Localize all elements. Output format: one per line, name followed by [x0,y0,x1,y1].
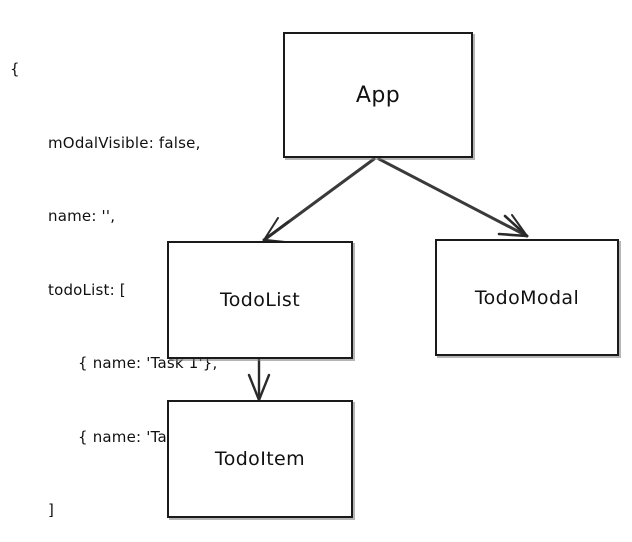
edge-app-to-todolist [262,157,376,245]
code-line-todolist: todoList: [ [48,280,126,299]
component-node-app[interactable]: App [283,32,473,158]
edge-app-to-todomodal [377,157,529,238]
component-label-todoitem: TodoItem [214,448,306,470]
component-node-todolist[interactable]: TodoList [167,241,353,359]
code-line-name: name: '', [48,207,116,225]
component-label-todolist: TodoList [219,289,301,311]
component-node-todoitem[interactable]: TodoItem [167,400,353,518]
code-line-modalvisible: mOdalVisible: false, [48,133,201,152]
component-label-app: App [355,82,401,108]
code-line-close-bracket: ] [48,501,55,519]
component-node-todomodal[interactable]: TodoModal [435,239,619,356]
code-line-open-brace: { [10,60,20,78]
component-label-todomodal: TodoModal [474,286,580,309]
